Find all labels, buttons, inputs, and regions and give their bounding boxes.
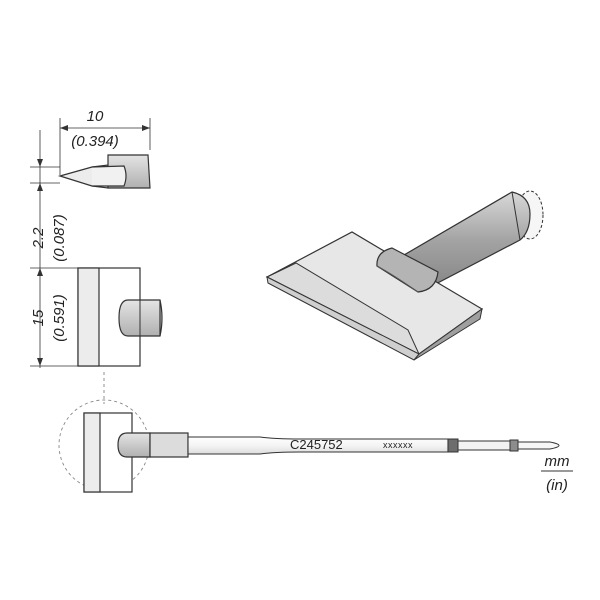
thickness-mm-label: 2.2 <box>30 227 47 250</box>
height-arrow-top <box>37 268 43 276</box>
arrow-left <box>60 125 68 131</box>
height-in-label: (0.591) <box>51 294 68 342</box>
width-mm-label: 10 <box>87 108 104 125</box>
vertical-dimensions-group: 2.2 (0.087) 15 (0.591) <box>30 130 78 368</box>
isometric-view-group <box>265 190 544 361</box>
tip-band <box>447 438 459 453</box>
thickness-arrow-bottom <box>37 183 43 191</box>
blade-bevel-face <box>77 267 100 367</box>
front-view-group <box>77 267 163 404</box>
arrow-right <box>142 125 150 131</box>
shank-nose <box>376 247 439 293</box>
code-label: xxxxxx <box>383 440 413 450</box>
height-arrow-bottom <box>37 358 43 366</box>
height-mm-label: 15 <box>30 309 47 326</box>
tip-rear-shaft <box>457 440 511 451</box>
tip-connector-pin <box>517 441 560 450</box>
thickness-arrow-top <box>37 159 43 167</box>
shaft-collar-line <box>511 191 521 241</box>
blade-side-top <box>91 165 127 187</box>
tip-collar <box>149 432 189 458</box>
tip-stub <box>117 432 151 458</box>
shank-nose-crease <box>376 265 419 293</box>
unit-in-label: (in) <box>546 477 568 494</box>
full-tip-view-group: C245752 xxxxxx <box>58 399 560 493</box>
blade-front-edge <box>266 276 420 361</box>
part-number-label: C245752 <box>290 437 343 452</box>
thickness-in-label: (0.087) <box>51 214 68 262</box>
unit-mm-label: mm <box>545 453 570 470</box>
width-in-label: (0.394) <box>71 133 119 150</box>
side-view-group: 10 (0.394) <box>57 108 151 189</box>
tip-blade-bevel <box>83 412 101 493</box>
units-legend: mm (in) <box>541 453 573 494</box>
tip-rear-ring <box>509 439 519 452</box>
